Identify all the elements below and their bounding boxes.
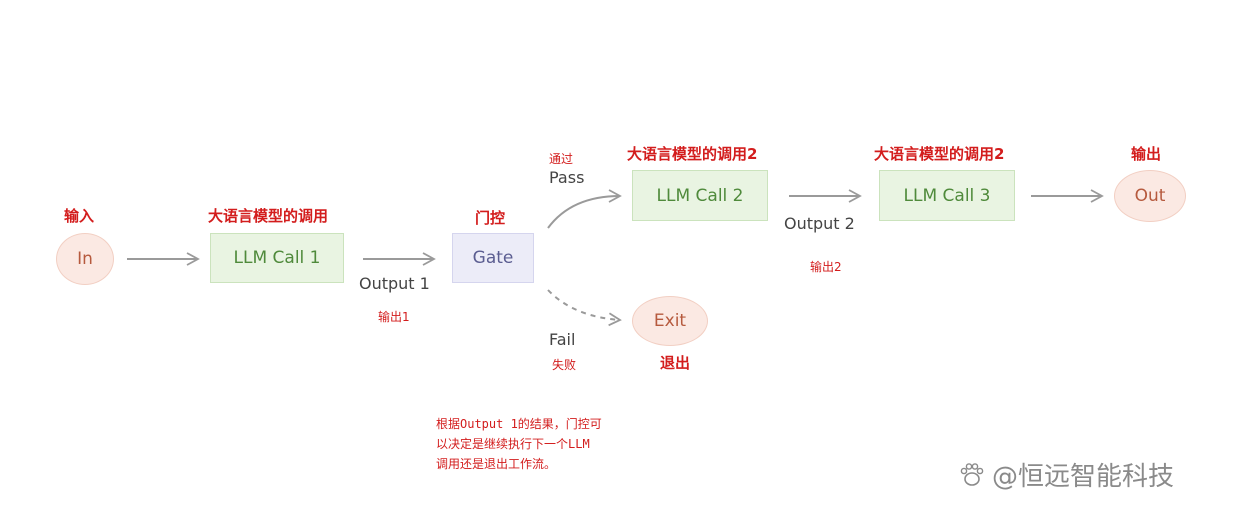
edge-gate-to-exit-fail bbox=[547, 289, 622, 327]
pass-label: Pass bbox=[549, 168, 585, 187]
llm-call-1-node: LLM Call 1 bbox=[210, 233, 344, 283]
exit-node: Exit bbox=[632, 296, 708, 346]
watermark: @恒远智能科技 bbox=[958, 456, 1174, 493]
output-1-caption: 输出1 bbox=[378, 310, 410, 324]
gate-node: Gate bbox=[452, 233, 534, 283]
note-line-1: 根据Output 1的结果，门控可 bbox=[436, 417, 602, 431]
note-line-3: 调用还是退出工作流。 bbox=[436, 457, 557, 471]
llm-call-3-caption: 大语言模型的调用2 bbox=[874, 145, 1005, 163]
out-node: Out bbox=[1114, 170, 1186, 222]
in-caption: 输入 bbox=[64, 207, 95, 225]
llm-call-1-caption: 大语言模型的调用 bbox=[208, 207, 329, 225]
output-1-label: Output 1 bbox=[359, 274, 430, 293]
explanation-note: 根据Output 1的结果，门控可 以决定是继续执行下一个LLM 调用还是退出工… bbox=[436, 414, 602, 474]
paw-logo-icon bbox=[960, 462, 984, 486]
fail-label: Fail bbox=[549, 330, 576, 349]
fail-caption: 失败 bbox=[552, 358, 577, 372]
llm-call-2-node: LLM Call 2 bbox=[632, 170, 768, 221]
llm-call-2-caption: 大语言模型的调用2 bbox=[627, 145, 758, 163]
in-node: In bbox=[56, 233, 114, 285]
note-line-2: 以决定是继续执行下一个LLM bbox=[436, 437, 590, 451]
llm-call-3-node: LLM Call 3 bbox=[879, 170, 1015, 221]
watermark-text: @恒远智能科技 bbox=[992, 462, 1175, 492]
out-caption: 输出 bbox=[1131, 145, 1162, 163]
edge-gate-to-llm2-pass bbox=[547, 189, 622, 229]
pass-caption: 通过 bbox=[549, 152, 574, 166]
exit-caption: 退出 bbox=[660, 354, 691, 372]
gate-caption: 门控 bbox=[475, 209, 506, 227]
output-2-label: Output 2 bbox=[784, 214, 855, 233]
output-2-caption: 输出2 bbox=[810, 260, 842, 274]
